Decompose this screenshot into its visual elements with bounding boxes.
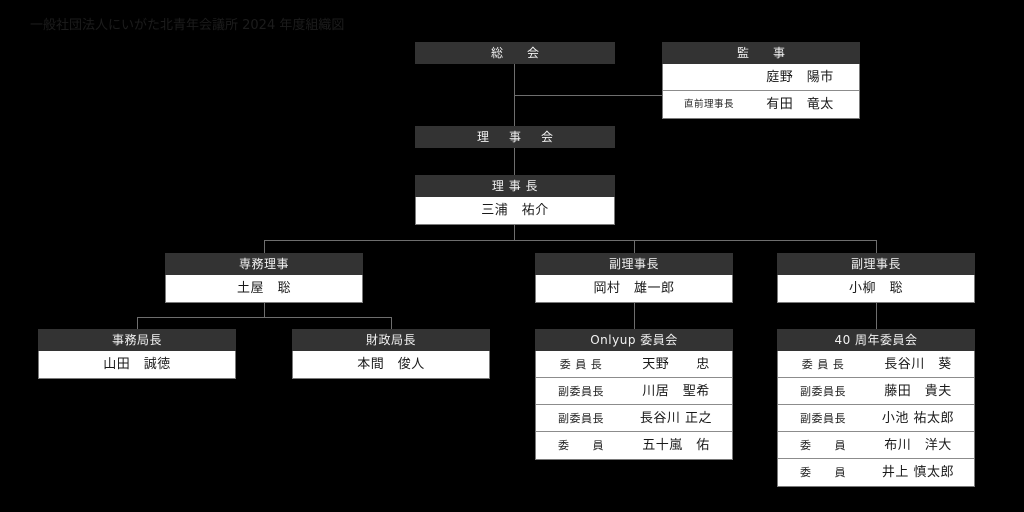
table-row: 小柳 聡	[778, 275, 974, 302]
onlyup-name-0: 天野 忠	[642, 356, 710, 372]
node-general-meeting-header: 総 会	[415, 42, 615, 64]
table-row: 岡村 雄一郎	[536, 275, 732, 302]
connector-bus-to-vice-chairman-2	[876, 240, 877, 253]
table-row: 委 員 長 天野 忠	[536, 351, 732, 378]
connector-generalmeeting-to-auditor	[514, 95, 662, 96]
node-general-meeting[interactable]: 総 会	[415, 42, 615, 64]
auditor-name-1: 有田 竜太	[766, 97, 834, 112]
node-finance[interactable]: 財政局長 本間 俊人	[292, 329, 490, 379]
table-row: 三浦 祐介	[416, 197, 614, 224]
table-row: 副委員長 川居 聖希	[536, 378, 732, 405]
onlyup-role-0: 委 員 長	[559, 357, 603, 371]
node-anniversary-committee-body: 委 員 長 長谷川 葵 副委員長 藤田 貴夫 副委員長 小池 祐太郎 委 員 布…	[777, 351, 975, 487]
node-anniversary-committee[interactable]: 40 周年委員会 委 員 長 長谷川 葵 副委員長 藤田 貴夫 副委員長 小池 …	[777, 329, 975, 487]
node-onlyup-committee[interactable]: Onlyup 委員会 委 員 長 天野 忠 副委員長 川居 聖希 副委員長 長谷…	[535, 329, 733, 460]
node-board-header: 理 事 会	[415, 126, 615, 148]
node-vice-chairman-1-body: 岡村 雄一郎	[535, 275, 733, 303]
table-row: 副委員長 藤田 貴夫	[778, 378, 974, 405]
onlyup-name-2: 長谷川 正之	[639, 410, 713, 426]
node-onlyup-committee-body: 委 員 長 天野 忠 副委員長 川居 聖希 副委員長 長谷川 正之 委 員 五十…	[535, 351, 733, 460]
onlyup-role-1: 副委員長	[558, 384, 604, 398]
auditor-role-1: 直前理事長	[683, 99, 734, 110]
node-vice-chairman-2-body: 小柳 聡	[777, 275, 975, 303]
onlyup-role-2: 副委員長	[558, 411, 604, 425]
node-anniversary-committee-header: 40 周年委員会	[777, 329, 975, 351]
node-chairman-body: 三浦 祐介	[415, 197, 615, 225]
node-finance-header: 財政局長	[292, 329, 490, 351]
connector-board-to-chairman	[514, 148, 515, 175]
node-auditor[interactable]: 監 事 庭野 陽市 直前理事長 有田 竜太	[662, 42, 860, 119]
node-vice-chairman-2-header: 副理事長	[777, 253, 975, 275]
node-vice-chairman-2[interactable]: 副理事長 小柳 聡	[777, 253, 975, 303]
node-managing-director-body: 土屋 聡	[165, 275, 363, 303]
anniversary-role-1: 副委員長	[800, 384, 846, 398]
node-auditor-header: 監 事	[662, 42, 860, 64]
node-onlyup-committee-header: Onlyup 委員会	[535, 329, 733, 351]
node-finance-body: 本間 俊人	[292, 351, 490, 379]
node-auditor-body: 庭野 陽市 直前理事長 有田 竜太	[662, 64, 860, 119]
table-row: 委 員 井上 慎太郎	[778, 459, 974, 486]
table-row: 直前理事長 有田 竜太	[663, 91, 859, 118]
table-row: 委 員 五十嵐 佑	[536, 432, 732, 459]
table-row: 委 員 布川 洋大	[778, 432, 974, 459]
connector-bus-to-finance	[391, 317, 392, 329]
node-vice-chairman-1[interactable]: 副理事長 岡村 雄一郎	[535, 253, 733, 303]
anniversary-name-0: 長谷川 葵	[884, 356, 952, 372]
connector-vice-chairman-2-to-anniversary	[876, 303, 877, 329]
node-managing-director-header: 専務理事	[165, 253, 363, 275]
anniversary-role-2: 副委員長	[800, 411, 846, 425]
anniversary-role-3: 委 員	[800, 438, 846, 452]
table-row: 庭野 陽市	[663, 64, 859, 91]
onlyup-role-3: 委 員	[558, 439, 604, 452]
node-chairman[interactable]: 理 事 長 三浦 祐介	[415, 175, 615, 225]
vice-chairman-2-name: 小柳 聡	[848, 281, 903, 296]
connector-bus-to-vice-chairman-1	[634, 240, 635, 253]
node-chairman-header: 理 事 長	[415, 175, 615, 197]
anniversary-role-0: 委 員 長	[801, 357, 845, 371]
table-row: 委 員 長 長谷川 葵	[778, 351, 974, 378]
node-secretariat[interactable]: 事務局長 山田 誠徳	[38, 329, 236, 379]
anniversary-role-4: 委 員	[800, 466, 846, 479]
managing-director-name: 土屋 聡	[236, 281, 291, 296]
connector-vice-chairman-1-to-onlyup	[634, 303, 635, 329]
page-title: 一般社団法人にいがた北青年会議所 2024 年度組織図	[30, 18, 345, 33]
finance-name: 本間 俊人	[357, 357, 425, 372]
table-row: 土屋 聡	[166, 275, 362, 302]
anniversary-name-1: 藤田 貴夫	[884, 383, 952, 399]
connector-chairman-bus	[264, 240, 876, 241]
connector-bus-to-managing-director	[264, 240, 265, 253]
auditor-name-0: 庭野 陽市	[766, 69, 834, 85]
table-row: 山田 誠徳	[39, 351, 235, 378]
onlyup-name-3: 五十嵐 佑	[642, 438, 710, 453]
node-vice-chairman-1-header: 副理事長	[535, 253, 733, 275]
connector-bus-to-secretariat	[137, 317, 138, 329]
vice-chairman-1-name: 岡村 雄一郎	[593, 281, 675, 296]
secretariat-name: 山田 誠徳	[103, 357, 171, 372]
node-secretariat-body: 山田 誠徳	[38, 351, 236, 379]
table-row: 副委員長 長谷川 正之	[536, 405, 732, 432]
anniversary-name-3: 布川 洋大	[884, 437, 952, 453]
onlyup-name-1: 川居 聖希	[642, 383, 710, 399]
connector-chairman-stem	[514, 223, 515, 241]
table-row: 副委員長 小池 祐太郎	[778, 405, 974, 432]
connector-managing-director-bus	[137, 317, 391, 318]
node-board[interactable]: 理 事 会	[415, 126, 615, 148]
table-row: 本間 俊人	[293, 351, 489, 378]
chairman-name: 三浦 祐介	[481, 203, 549, 218]
anniversary-name-2: 小池 祐太郎	[881, 410, 955, 426]
node-secretariat-header: 事務局長	[38, 329, 236, 351]
anniversary-name-4: 井上 慎太郎	[881, 465, 955, 480]
connector-managing-director-stem	[264, 303, 265, 318]
node-managing-director[interactable]: 専務理事 土屋 聡	[165, 253, 363, 303]
